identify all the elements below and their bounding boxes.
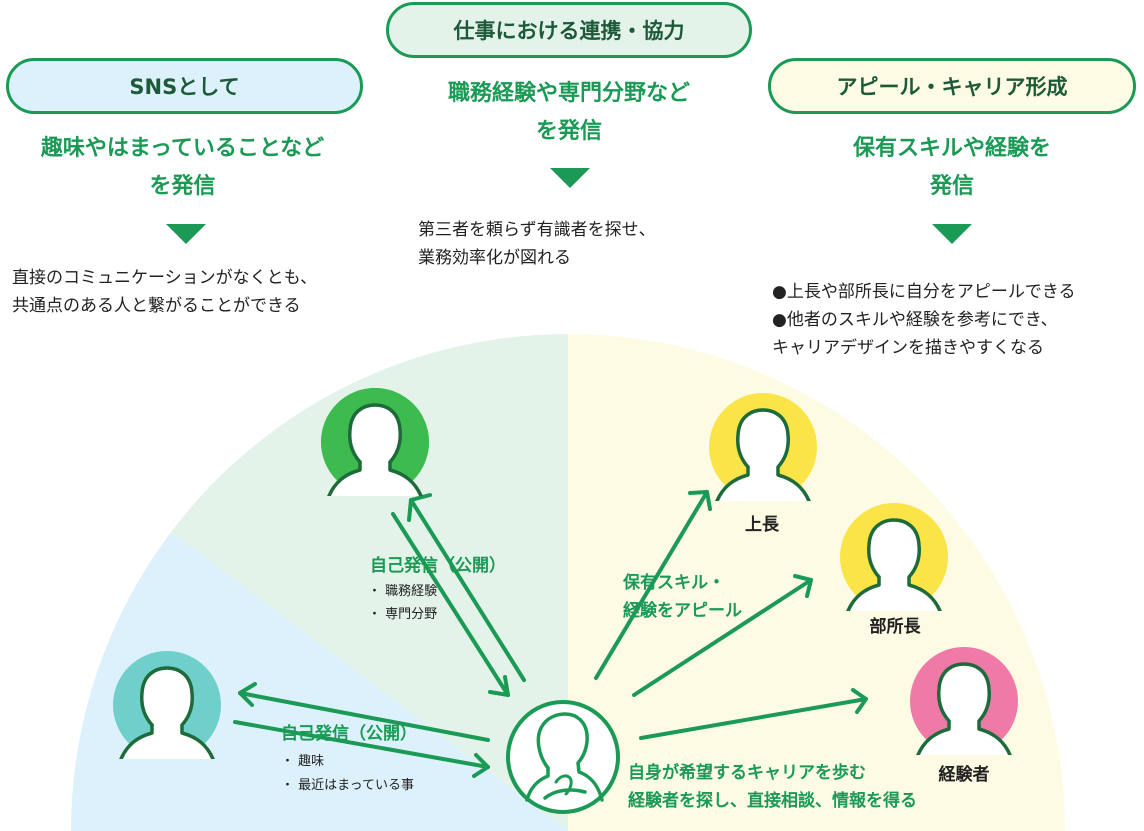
arrow-hobby xyxy=(233,682,490,778)
label-self-disclosure-hobby: 自己発信（公開） xyxy=(281,723,417,744)
body-sns: 直接のコミュニケーションがなくとも、 共通点のある人と繋がることができる xyxy=(12,268,318,316)
item-work-2: ・ 専門分野 xyxy=(368,607,437,622)
arrow-to-director xyxy=(632,574,813,697)
body-work: 第三者を頼らず有識者を探せ、 業務効率化が図れる xyxy=(418,220,656,268)
avatar-boss xyxy=(709,393,817,501)
category-pill-sns: SNSとして xyxy=(6,58,363,114)
item-hobby-2: ・ 最近はまっている事 xyxy=(281,778,414,793)
avatar-coworker xyxy=(321,388,429,496)
headline-career: 保有スキルや経験を 発信 xyxy=(852,136,1051,199)
avatar-self xyxy=(506,700,620,814)
arrow-work-up xyxy=(391,493,526,697)
down-triangle-icon xyxy=(550,168,590,188)
arrow-to-boss xyxy=(594,490,712,680)
body-career: ●上長や部所長に自分をアピールできる ●他者のスキルや経験を参考にでき、 キャリ… xyxy=(772,282,1076,358)
avatar-director xyxy=(840,503,948,611)
role-boss: 上長 xyxy=(745,515,780,535)
down-triangle-icon xyxy=(932,224,972,244)
label-career-1: 自身が希望するキャリアを歩む xyxy=(628,762,866,783)
arrow-to-experienced xyxy=(639,688,868,740)
role-director: 部所長 xyxy=(870,616,922,637)
label-career-2: 経験者を探し、直接相談、情報を得る xyxy=(628,790,917,811)
category-pill-career: アピール・キャリア形成 xyxy=(768,58,1136,114)
category-pill-work: 仕事における連携・協力 xyxy=(386,2,752,58)
label-self-disclosure-work: 自己発信（公開） xyxy=(370,555,506,576)
item-hobby-1: ・ 趣味 xyxy=(281,754,324,769)
headline-sns: 趣味やはまっていることなど を発信 xyxy=(40,136,325,199)
role-experienced: 経験者 xyxy=(939,764,990,785)
avatar-hobby-peer xyxy=(113,651,221,759)
avatar-experienced xyxy=(910,647,1018,755)
label-appeal-1: 保有スキル・ xyxy=(622,572,725,593)
down-triangle-icon xyxy=(166,224,206,244)
zone-green xyxy=(171,334,568,831)
headline-work: 職務経験や専門分野など を発信 xyxy=(447,81,690,144)
item-work-1: ・ 職務経験 xyxy=(368,584,437,599)
label-appeal-2: 経験をアピール xyxy=(623,600,742,621)
